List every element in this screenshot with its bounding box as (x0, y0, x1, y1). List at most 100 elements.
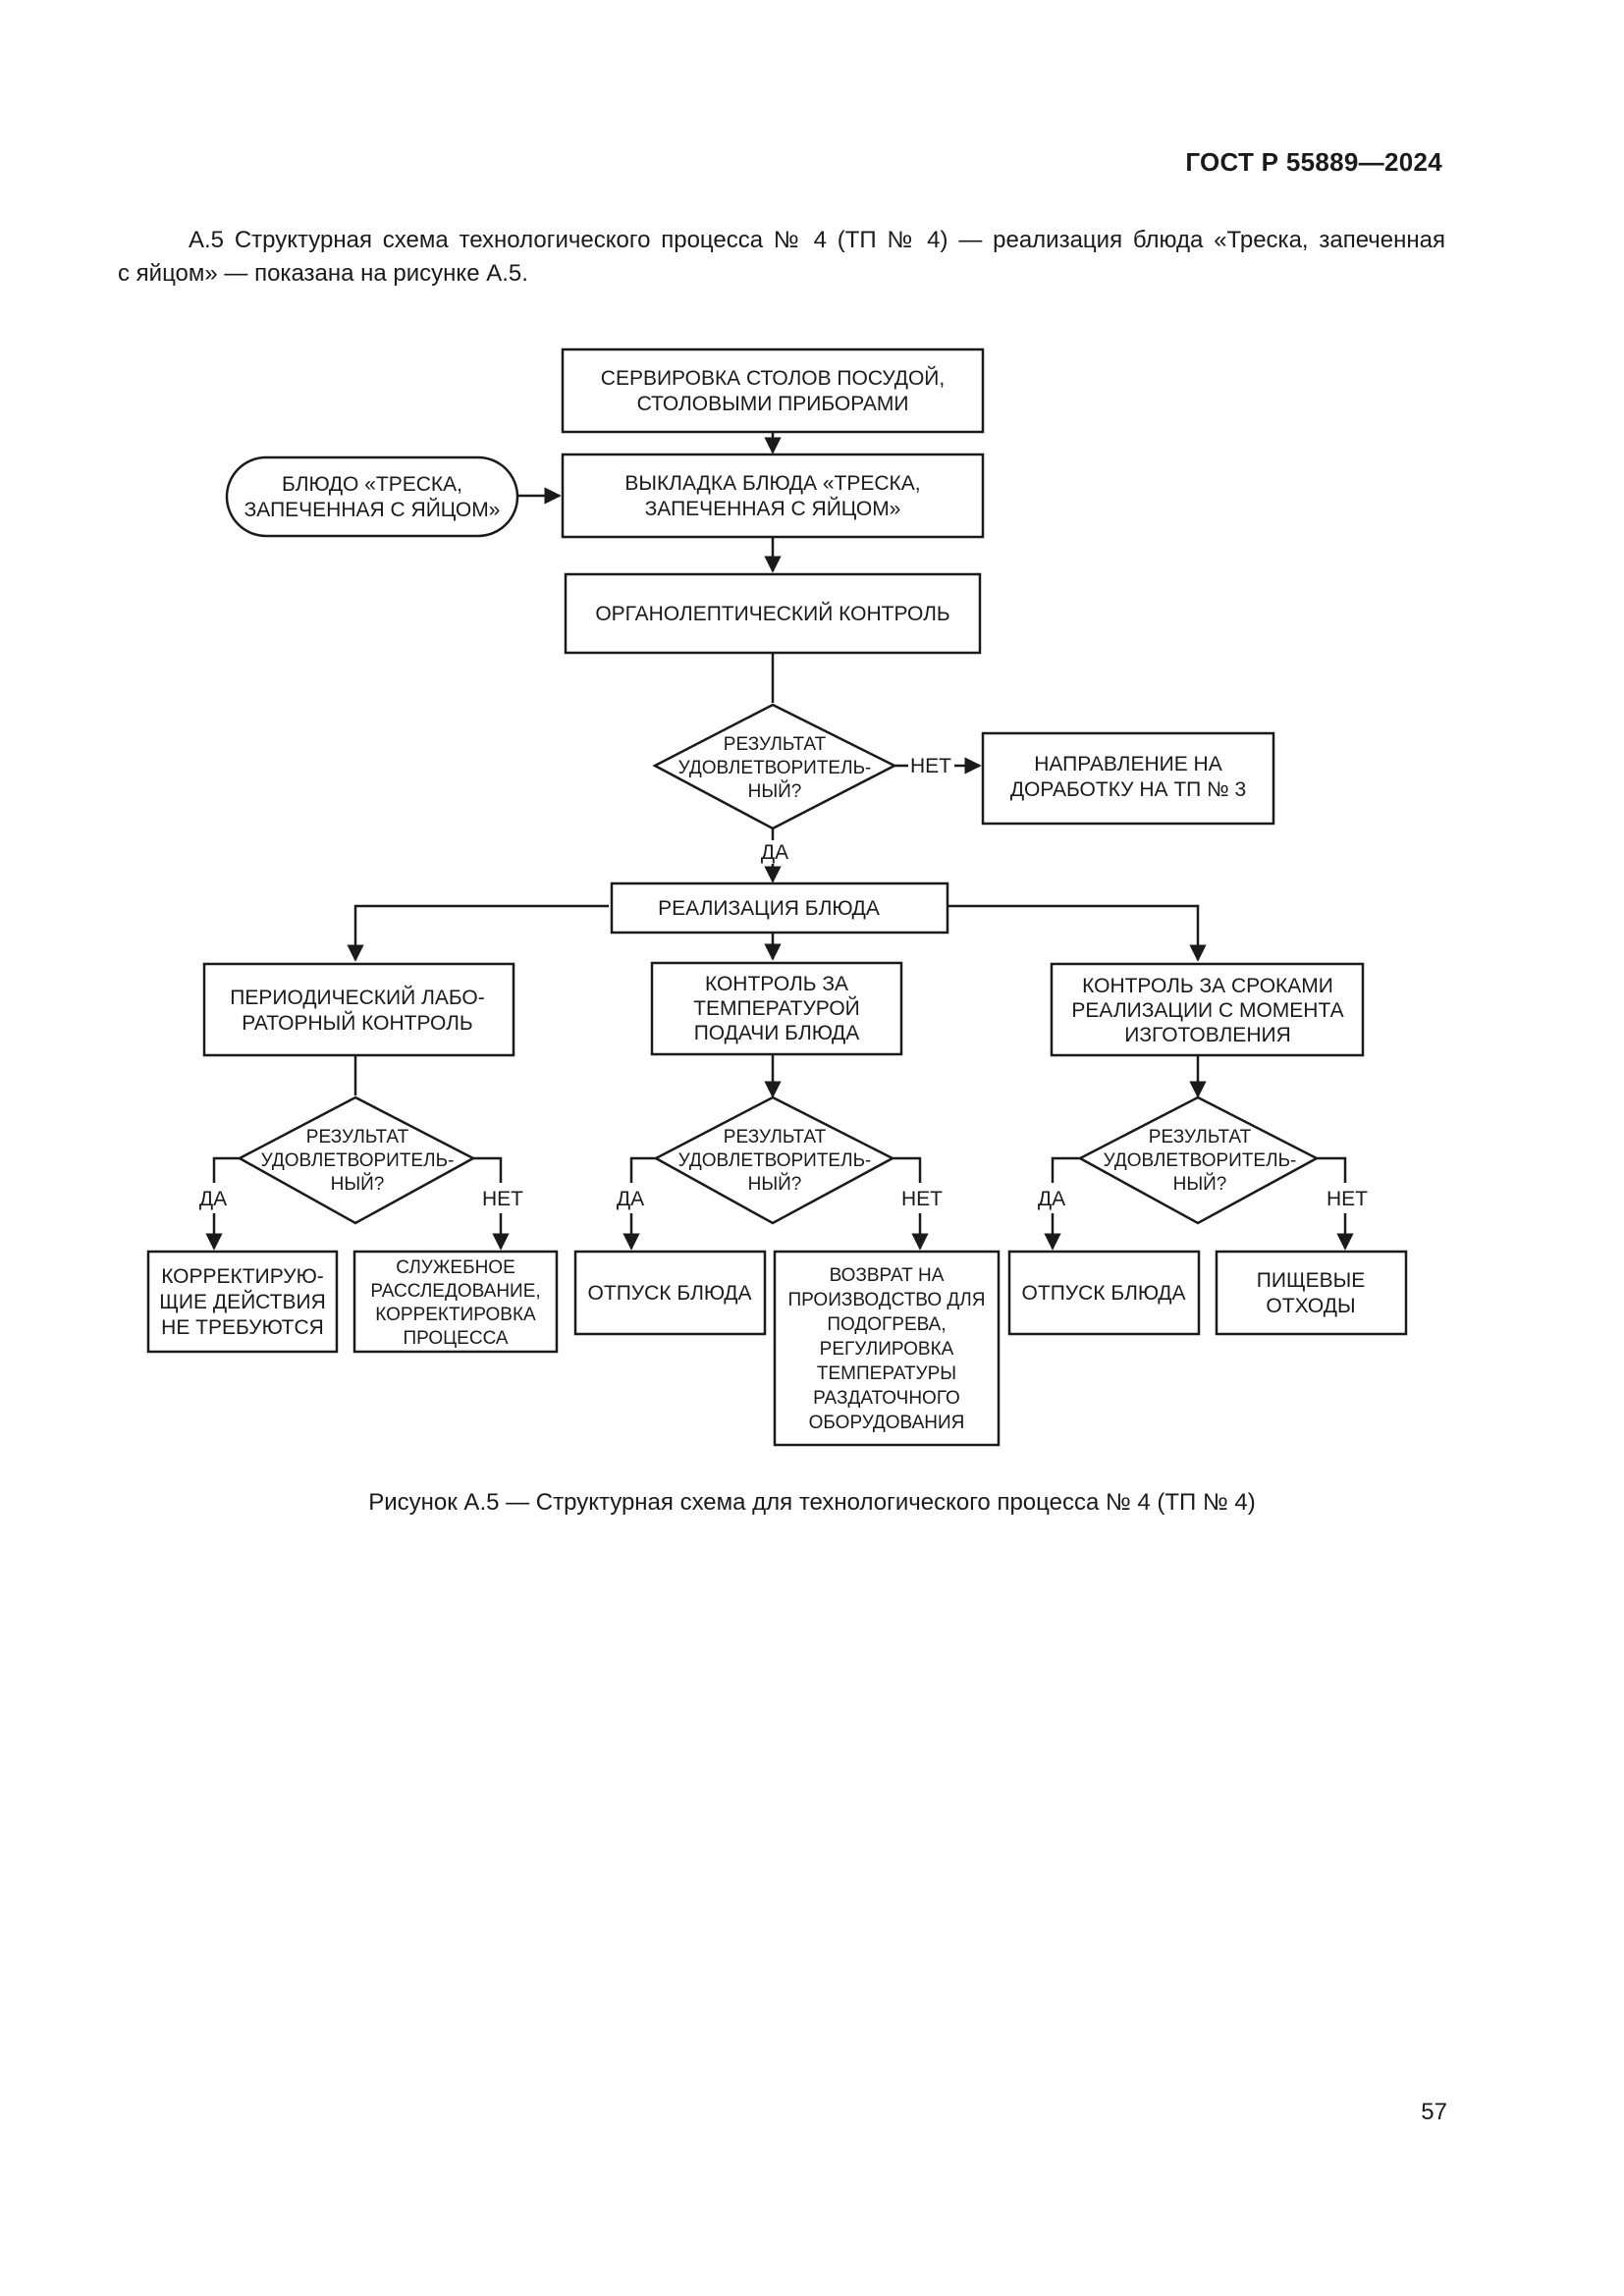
text-line: НАПРАВЛЕНИЕ НА (1034, 753, 1221, 775)
text-line: КОРРЕКТИРОВКА (375, 1305, 536, 1325)
text-line: ИЗГОТОВЛЕНИЯ (1124, 1024, 1291, 1046)
text-line: НЫЙ? (1173, 1173, 1227, 1195)
text-line: НЫЙ? (331, 1173, 385, 1195)
shapes (146, 347, 1408, 1447)
text-line: УДОВЛЕТВОРИТЕЛЬ- (261, 1150, 455, 1171)
text-line: НЕ ТРЕБУЮТСЯ (161, 1316, 324, 1339)
decision-left-shape (237, 1095, 476, 1225)
release-mid-text: ОТПУСК БЛЮДА (588, 1282, 752, 1305)
release-right-text: ОТПУСК БЛЮДА (1022, 1282, 1186, 1305)
text-line: ДОРАБОТКУ НА ТП № 3 (1010, 778, 1246, 801)
no-label-right: НЕТ (1326, 1188, 1368, 1210)
text-line: НЫЙ? (748, 780, 802, 802)
line-left-decision-no (473, 1156, 503, 1183)
text-line: ЗАПЕЧЕННАЯ С ЯЙЦОМ» (645, 497, 901, 520)
box-release-right (1007, 1250, 1201, 1336)
text-line: РЕАЛИЗАЦИЯ БЛЮДА (658, 897, 880, 920)
text-line: СТОЛОВЫМИ ПРИБОРАМИ (637, 393, 909, 415)
no-label-main: НЕТ (910, 755, 951, 777)
decision-main-text: РЕЗУЛЬТАТ УДОВЛЕТВОРИТЕЛЬ-НЫЙ? (678, 734, 872, 802)
text-line: БЛЮДО «ТРЕСКА, (282, 473, 462, 496)
yes-label-main: ДА (761, 841, 788, 864)
text-line: ОРГАНОЛЕПТИЧЕСКИЙ КОНТРОЛЬ (595, 602, 949, 625)
no-action-text: КОРРЕКТИРУЮ-ЩИЕ ДЕЙСТВИЯ НЕ ТРЕБУЮТСЯ (159, 1265, 326, 1339)
box-serving (561, 347, 985, 434)
text-line: ПЕРИОДИЧЕСКИЙ ЛАБО- (230, 986, 484, 1009)
decision-right-shape (1077, 1095, 1320, 1225)
text-line: КОНТРОЛЬ ЗА (705, 973, 848, 995)
text-line: НЫЙ? (748, 1173, 802, 1195)
box-temp-control (650, 961, 903, 1056)
text-line: РЕЗУЛЬТАТ (1149, 1127, 1252, 1148)
labels: СЕРВИРОВКА СТОЛОВ ПОСУДОЙ,СТОЛОВЫМИ ПРИБ… (159, 366, 1368, 1433)
yes-label-left: ДА (199, 1188, 227, 1210)
line-mid-decision-yes (629, 1156, 656, 1183)
text-line: УДОВЛЕТВОРИТЕЛЬ- (678, 758, 872, 778)
text-line: СЛУЖЕБНОЕ (396, 1257, 515, 1278)
no-label-left: НЕТ (482, 1188, 523, 1210)
food-waste-text: ПИЩЕВЫЕ ОТХОДЫ (1257, 1269, 1366, 1317)
text-line: ВЫКЛАДКА БЛЮДА «ТРЕСКА, (624, 472, 920, 495)
box-no-action (146, 1250, 339, 1354)
box-organoleptic (564, 572, 982, 655)
text-line: РАССЛЕДОВАНИЕ, (370, 1281, 540, 1302)
connectors (205, 432, 1354, 1251)
text-line: ВОЗВРАТ НА (830, 1265, 945, 1286)
page-number: 57 (1421, 2099, 1447, 2125)
box-plating (561, 453, 985, 539)
plating-text: ВЫКЛАДКА БЛЮДА «ТРЕСКА,ЗАПЕЧЕННАЯ С ЯЙЦО… (624, 472, 920, 520)
box-time-control (1050, 962, 1365, 1057)
intro-paragraph: А.5 Структурная схема технологического п… (118, 224, 1445, 291)
sale-text: РЕАЛИЗАЦИЯ БЛЮДА (658, 897, 880, 920)
organoleptic-text: ОРГАНОЛЕПТИЧЕСКИЙ КОНТРОЛЬ (595, 602, 949, 625)
arrow-sale-to-lab (347, 904, 609, 962)
box-investigation (352, 1250, 559, 1354)
text-line: КОНТРОЛЬ ЗА СРОКАМИ (1082, 975, 1333, 997)
box-rework (981, 731, 1275, 826)
text-line: ОТПУСК БЛЮДА (588, 1282, 752, 1305)
text-line: РАЗДАТОЧНОГО (813, 1388, 960, 1409)
text-line: ЗАПЕЧЕННАЯ С ЯЙЦОМ» (244, 498, 501, 521)
line-right-decision-yes (1051, 1156, 1080, 1183)
text-line: РЕАЛИЗАЦИИ С МОМЕНТА (1071, 999, 1343, 1022)
text-line: ПРОЦЕССА (403, 1328, 508, 1349)
text-line: РАТОРНЫЙ КОНТРОЛЬ (242, 1011, 472, 1035)
decision-main-shape (652, 703, 897, 830)
line-left-decision-yes (212, 1156, 240, 1183)
arrow-sale-to-time (948, 904, 1207, 962)
line-right-decision-no (1317, 1156, 1347, 1183)
intro-line-1: А.5 Структурная схема технологического п… (189, 227, 1445, 253)
text-line: УДОВЛЕТВОРИТЕЛЬ- (1104, 1150, 1297, 1171)
text-line: ПОДОГРЕВА, (827, 1314, 946, 1335)
text-line: ПИЩЕВЫЕ (1257, 1269, 1366, 1292)
no-label-mid: НЕТ (901, 1188, 943, 1210)
decision-mid-shape (653, 1095, 895, 1225)
text-line: ОТХОДЫ (1266, 1295, 1355, 1317)
serving-text: СЕРВИРОВКА СТОЛОВ ПОСУДОЙ,СТОЛОВЫМИ ПРИБ… (601, 366, 945, 415)
standard-code: ГОСТ Р 55889—2024 (1185, 147, 1442, 177)
text-line: ПОДАЧИ БЛЮДА (694, 1022, 860, 1044)
investigation-text: СЛУЖЕБНОЕ РАССЛЕДОВАНИЕ, КОРРЕКТИРОВКА ПРОЦ… (370, 1257, 540, 1349)
text-line: ОТПУСК БЛЮДА (1022, 1282, 1186, 1305)
text-line: КОРРЕКТИРУЮ- (161, 1265, 324, 1288)
text-line: РЕЗУЛЬТАТ (724, 1127, 827, 1148)
text-line: РЕЗУЛЬТАТ (724, 734, 827, 755)
text-line: ОБОРУДОВАНИЯ (809, 1413, 965, 1433)
lab-control-text: ПЕРИОДИЧЕСКИЙ ЛАБО-РАТОРНЫЙ КОНТРОЛЬ (230, 986, 484, 1035)
text-line: РЕЗУЛЬТАТ (306, 1127, 409, 1148)
rework-text: НАПРАВЛЕНИЕ НА ДОРАБОТКУ НА ТП № 3 (1010, 753, 1246, 801)
box-release-mid (573, 1250, 767, 1336)
line-mid-decision-no (893, 1156, 922, 1183)
intro-line-2: с яйцом» — показана на рисунке А.5. (118, 260, 528, 287)
yes-label-right: ДА (1038, 1188, 1065, 1210)
dish-input-text: БЛЮДО «ТРЕСКА,ЗАПЕЧЕННАЯ С ЯЙЦОМ» (244, 473, 501, 521)
text-line: ЩИЕ ДЕЙСТВИЯ (159, 1290, 326, 1313)
text-line: ТЕМПЕРАТУРОЙ (693, 996, 860, 1020)
